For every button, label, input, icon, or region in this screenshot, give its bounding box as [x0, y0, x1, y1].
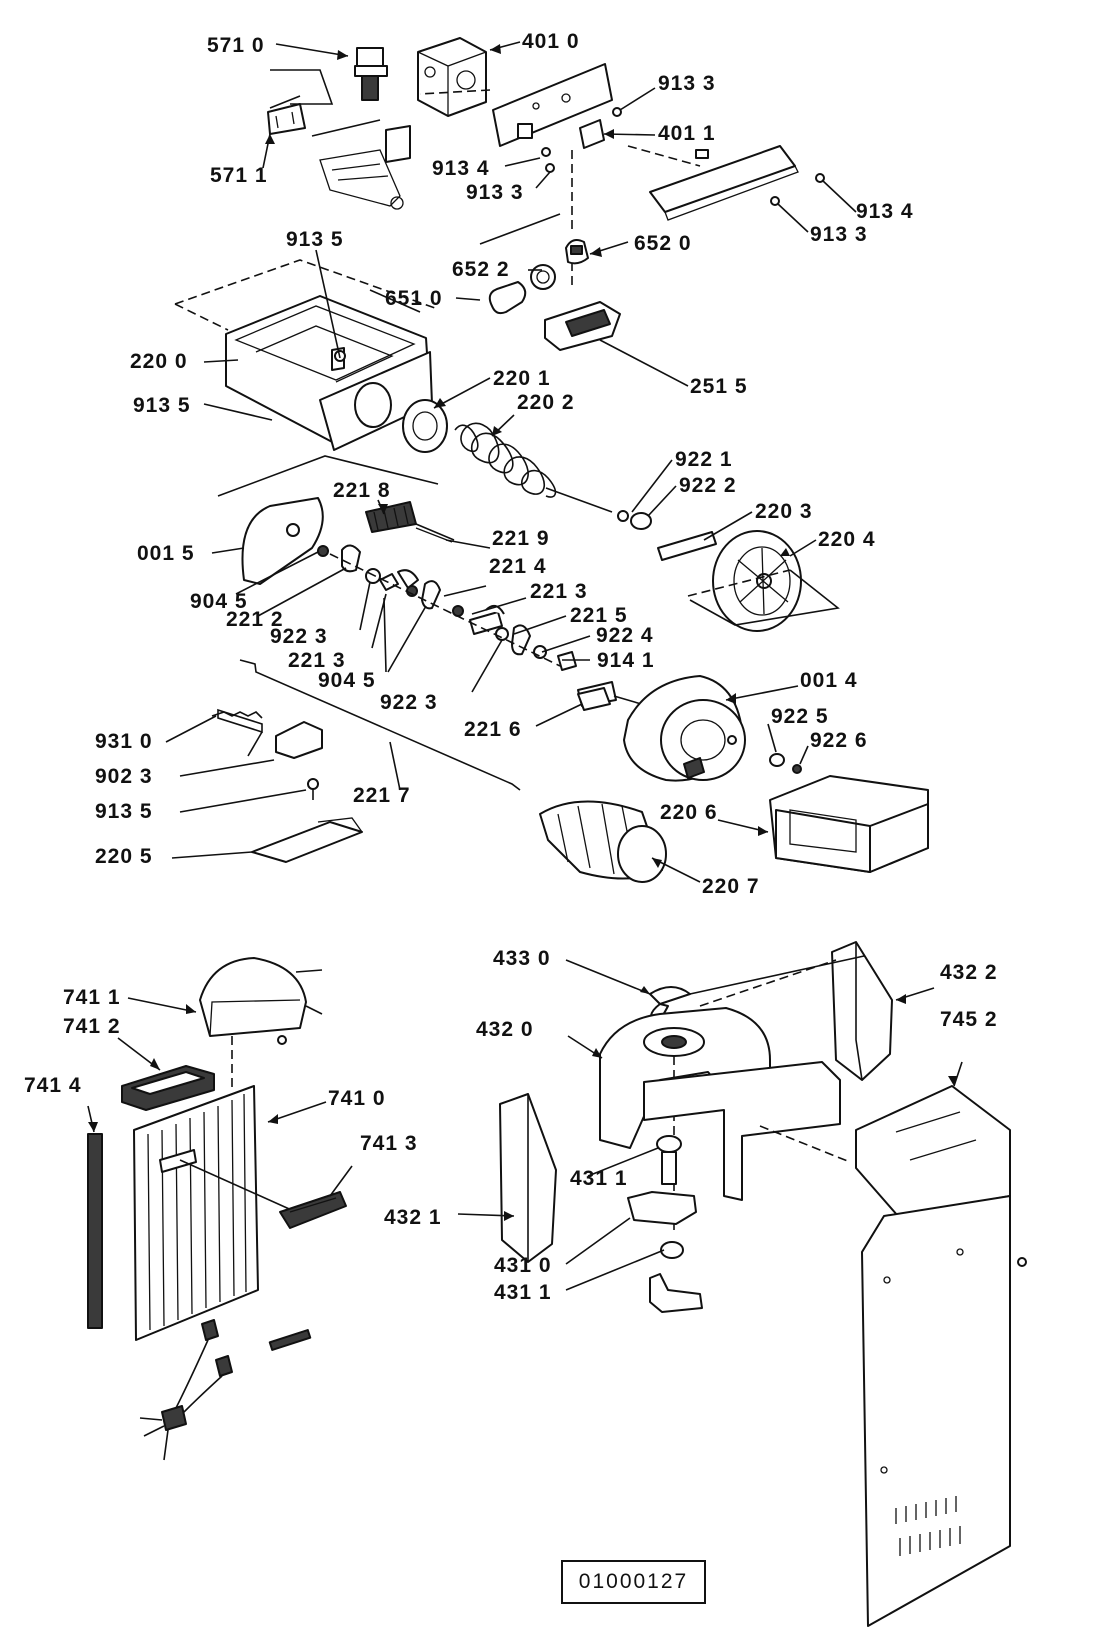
label-2213: 221 3	[530, 580, 588, 603]
label-4322: 432 2	[940, 961, 998, 984]
ice-maker-motor-assembly	[267, 37, 825, 221]
label-0014: 001 4	[800, 669, 858, 692]
part-number-labels: 571 0 401 0 913 3 401 1 571 1 913 4 913 …	[24, 30, 998, 1304]
label-2212: 221 2	[226, 608, 284, 631]
label-4310: 431 0	[494, 1254, 552, 1277]
label-5711: 571 1	[210, 164, 268, 187]
label-2218: 221 8	[333, 479, 391, 502]
label-2206: 220 6	[660, 801, 718, 824]
label-4311: 431 1	[570, 1167, 628, 1190]
label-7410: 741 0	[328, 1087, 386, 1110]
label-7452: 745 2	[940, 1008, 998, 1031]
crusher-motor	[577, 675, 802, 782]
label-2214: 221 4	[489, 555, 547, 578]
label-7412: 741 2	[63, 1015, 121, 1038]
label-4010: 401 0	[522, 30, 580, 53]
label-7411: 741 1	[63, 986, 121, 1009]
label-9045: 904 5	[190, 590, 248, 613]
label-2202: 220 2	[517, 391, 575, 414]
label-9224: 922 4	[596, 624, 654, 647]
label-9134: 913 4	[856, 200, 914, 223]
evaporator-cover	[87, 957, 347, 1461]
label-9135: 913 5	[95, 800, 153, 823]
vent-slots	[895, 1496, 961, 1556]
label-5710: 571 0	[207, 34, 265, 57]
assembly-lines-top	[269, 89, 701, 290]
label-2219: 221 9	[492, 527, 550, 550]
label-7413: 741 3	[360, 1132, 418, 1155]
label-7414: 741 4	[24, 1074, 82, 1097]
label-9223: 922 3	[270, 625, 328, 648]
ice-crusher-blades	[217, 455, 577, 671]
label-2204: 220 4	[818, 528, 876, 551]
label-2205: 220 5	[95, 845, 153, 868]
lamp-assembly	[488, 239, 621, 351]
label-9133: 913 3	[810, 223, 868, 246]
label-2216: 221 6	[464, 718, 522, 741]
label-2213: 221 3	[288, 649, 346, 672]
label-9225: 922 5	[771, 705, 829, 728]
auger-assembly	[402, 399, 840, 632]
label-9223: 922 3	[380, 691, 438, 714]
label-4320: 432 0	[476, 1018, 534, 1041]
label-4011: 401 1	[658, 122, 716, 145]
label-9045: 904 5	[318, 669, 376, 692]
label-9310: 931 0	[95, 730, 153, 753]
arrowheads	[88, 44, 958, 1221]
label-6510: 651 0	[385, 287, 443, 310]
label-4311: 431 1	[494, 1281, 552, 1304]
label-9222: 922 2	[679, 474, 737, 497]
label-2203: 220 3	[755, 500, 813, 523]
label-9133: 913 3	[658, 72, 716, 95]
label-9134: 913 4	[432, 157, 490, 180]
label-9226: 922 6	[810, 729, 868, 752]
label-6520: 652 0	[634, 232, 692, 255]
label-0015: 001 5	[137, 542, 195, 565]
label-9221: 922 1	[675, 448, 733, 471]
label-6522: 652 2	[452, 258, 510, 281]
label-9135: 913 5	[133, 394, 191, 417]
label-4330: 433 0	[493, 947, 551, 970]
ribbed-cylinder	[539, 800, 667, 883]
label-2215: 221 5	[570, 604, 628, 627]
label-2207: 220 7	[702, 875, 760, 898]
spring-and-clips	[211, 708, 363, 863]
drawing-reference-number: 01000127	[561, 1560, 706, 1604]
crusher-shaft	[239, 659, 521, 791]
label-2200: 220 0	[130, 350, 188, 373]
label-4321: 432 1	[384, 1206, 442, 1229]
fan-duct-assembly	[499, 941, 1027, 1627]
label-2217: 221 7	[353, 784, 411, 807]
label-9141: 914 1	[597, 649, 655, 672]
label-2201: 220 1	[493, 367, 551, 390]
label-2515: 251 5	[690, 375, 748, 398]
label-9135: 913 5	[286, 228, 344, 251]
front-housing	[769, 775, 929, 873]
label-9023: 902 3	[95, 765, 153, 788]
label-9133: 913 3	[466, 181, 524, 204]
ice-bin-housing	[174, 259, 436, 451]
